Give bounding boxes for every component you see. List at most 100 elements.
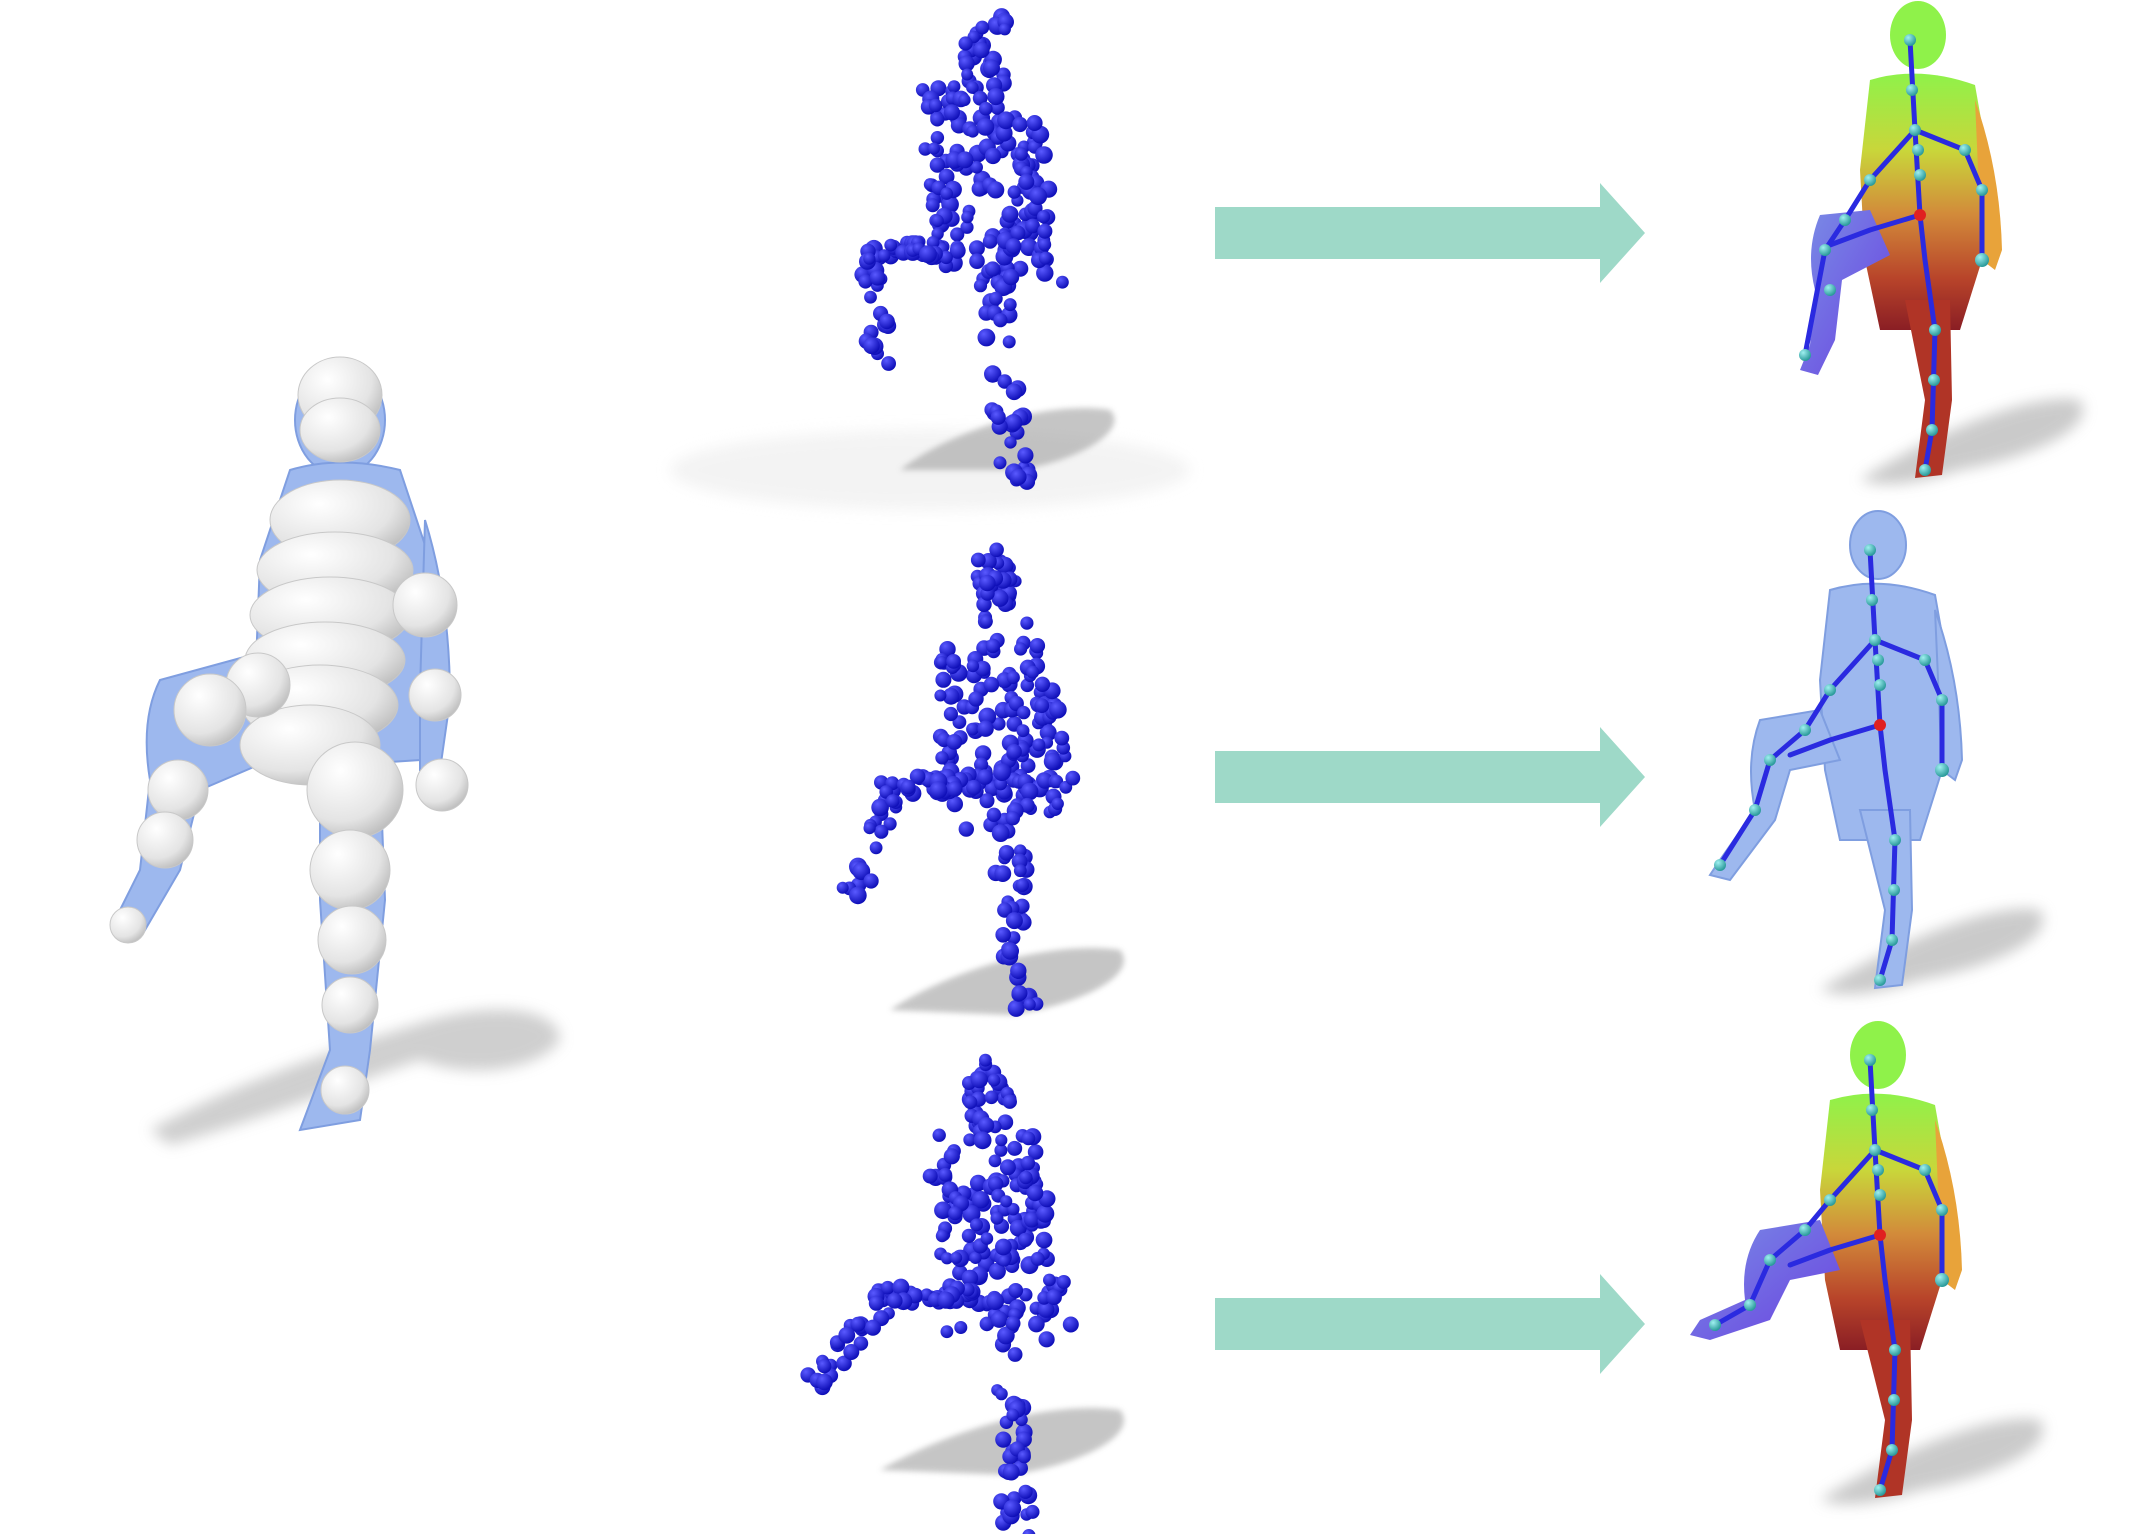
point-cloud-point — [947, 80, 961, 93]
point-cloud-point — [863, 822, 876, 835]
point-cloud-point — [1026, 115, 1043, 131]
point-cloud-point — [988, 1262, 1006, 1280]
point-cloud-point — [1005, 912, 1023, 930]
point-cloud-point — [958, 36, 973, 51]
point-cloud-point — [954, 1321, 968, 1334]
result-mesh-3 — [1690, 1021, 2044, 1505]
point-cloud-point — [986, 807, 1002, 822]
point-cloud-point — [940, 1252, 954, 1265]
point-cloud-point — [1037, 223, 1053, 239]
point-cloud-point — [1062, 1316, 1079, 1333]
point-cloud-point — [1056, 275, 1069, 289]
point-cloud-point — [1038, 1331, 1055, 1348]
point-cloud-point — [1006, 1202, 1020, 1216]
point-cloud-point — [1005, 383, 1023, 401]
point-cloud-point — [1000, 1195, 1013, 1208]
point-cloud-point — [980, 1232, 994, 1245]
point-cloud-point — [877, 249, 891, 262]
point-cloud-point — [943, 706, 959, 722]
point-cloud-point — [997, 111, 1015, 130]
point-cloud-point — [930, 112, 945, 127]
point-cloud-point — [1001, 205, 1019, 223]
point-cloud-point — [934, 1201, 952, 1220]
point-cloud-point — [1003, 298, 1017, 312]
point-cloud-point — [1036, 772, 1053, 789]
point-cloud-point — [900, 779, 916, 795]
point-cloud-point — [919, 245, 937, 264]
point-cloud-point — [998, 23, 1011, 36]
point-cloud-point — [972, 90, 988, 106]
point-cloud-point — [1051, 797, 1064, 810]
point-cloud-point — [994, 1143, 1008, 1157]
point-cloud-point — [1016, 724, 1030, 738]
point-cloud-point — [961, 1228, 977, 1243]
point-cloud-point — [884, 238, 898, 252]
point-cloud-point — [1018, 1232, 1033, 1248]
point-cloud-point — [956, 151, 974, 169]
point-cloud-point — [1054, 730, 1070, 746]
point-cloud-point — [1038, 238, 1052, 252]
point-cloud-point — [995, 1134, 1008, 1147]
point-cloud-point — [925, 198, 940, 213]
point-cloud-point — [966, 81, 979, 94]
point-cloud-point — [979, 793, 995, 809]
point-cloud-point — [970, 1071, 988, 1089]
point-cloud-point — [1006, 1408, 1020, 1422]
point-cloud-point — [931, 214, 944, 228]
point-cloud-point — [997, 1326, 1015, 1345]
point-cloud-point — [1039, 724, 1057, 742]
point-cloud-point — [1065, 770, 1081, 786]
point-cloud-point — [850, 1316, 866, 1332]
point-cloud-point — [979, 1053, 992, 1067]
point-cloud-point — [966, 659, 980, 673]
point-cloud-point — [990, 1211, 1004, 1225]
point-cloud-point — [1030, 1251, 1045, 1266]
point-cloud-point — [1005, 238, 1022, 255]
point-cloud-point — [1035, 146, 1053, 164]
point-cloud-point — [922, 1168, 938, 1184]
point-cloud-point — [1012, 116, 1028, 133]
point-cloud-point — [969, 1251, 982, 1265]
point-cloud-point — [974, 757, 989, 772]
point-cloud-point — [966, 722, 979, 736]
point-cloud-point — [995, 927, 1011, 943]
point-cloud-point — [993, 763, 1011, 781]
point-cloud-point — [1002, 268, 1020, 286]
point-cloud-point — [968, 240, 985, 257]
point-cloud-point — [1017, 1450, 1031, 1464]
point-cloud-point — [929, 157, 946, 173]
point-cloud-point — [1032, 738, 1046, 752]
point-cloud-point — [1004, 436, 1017, 449]
point-cloud-point — [1015, 878, 1030, 892]
point-cloud-point — [863, 252, 876, 265]
point-cloud-point — [938, 168, 955, 185]
point-cloud-point — [1013, 864, 1027, 878]
point-cloud-point — [1023, 998, 1036, 1011]
point-cloud-point — [1019, 1170, 1033, 1185]
point-cloud-3 — [800, 1053, 1124, 1534]
point-cloud-point — [935, 751, 949, 765]
point-cloud-point — [1007, 185, 1021, 199]
point-cloud-2 — [836, 542, 1124, 1017]
point-cloud-point — [985, 261, 1001, 277]
point-cloud-point — [1056, 1275, 1071, 1289]
point-cloud-point — [928, 98, 943, 113]
point-cloud-point — [940, 1325, 954, 1339]
point-cloud-point — [930, 131, 945, 145]
arrow-3 — [1215, 1274, 1645, 1374]
point-cloud-point — [940, 187, 953, 200]
point-cloud-point — [990, 1311, 1008, 1328]
point-cloud-point — [858, 274, 873, 289]
point-cloud-point — [988, 1176, 1004, 1192]
point-cloud-point — [946, 734, 963, 750]
point-cloud-point — [979, 1316, 995, 1332]
point-cloud-point — [970, 161, 983, 174]
point-cloud-point — [989, 542, 1004, 558]
point-cloud-point — [843, 1344, 860, 1360]
point-cloud-point — [997, 902, 1013, 918]
point-cloud-point — [1038, 251, 1052, 265]
point-cloud-point — [985, 638, 1001, 654]
point-cloud-point — [1037, 210, 1051, 224]
point-cloud-point — [838, 1326, 856, 1344]
point-cloud-point — [1029, 638, 1046, 654]
